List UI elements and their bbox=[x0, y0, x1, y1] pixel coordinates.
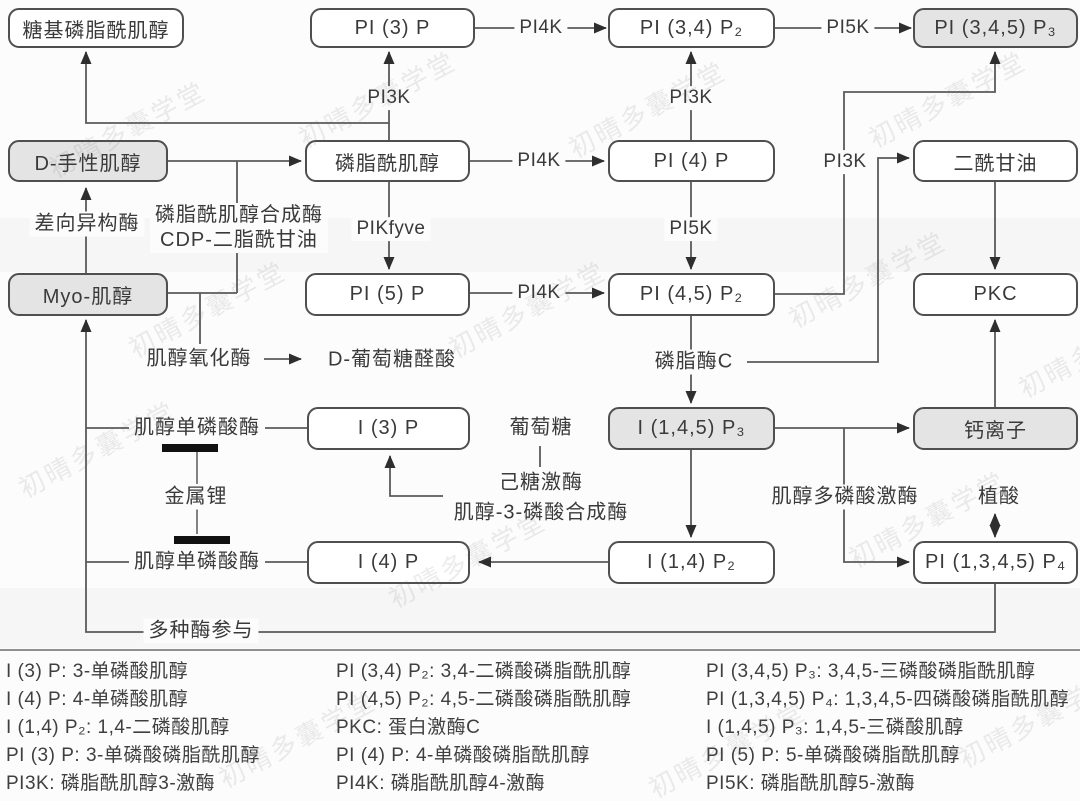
enzyme-label-pi4k: PI4K bbox=[512, 149, 566, 173]
node-i4p: I (4) P bbox=[307, 541, 470, 584]
metabolite-label-glucose: 葡萄糖 bbox=[509, 416, 573, 439]
legend-item: PI (4) P: 4-单磷酸磷脂酰肌醇 bbox=[336, 745, 590, 766]
inhibition-bar-icon bbox=[174, 536, 230, 544]
enzyme-label-oxidase: 肌醇氧化酶 bbox=[141, 346, 257, 372]
legend-item: PI (1,3,4,5) P₄: 1,3,4,5-四磷酸磷脂酰肌醇 bbox=[706, 689, 1070, 710]
enzyme-label-pi5k: PI5K bbox=[821, 16, 875, 40]
arrow-recycle-to-myo bbox=[80, 319, 996, 633]
enzyme-label-pi3k: PI3K bbox=[362, 86, 416, 110]
node-dchiro: D-手性肌醇 bbox=[8, 140, 168, 182]
legend-item: I (3) P: 3-单磷酸肌醇 bbox=[6, 661, 189, 682]
node-pi4p: PI (4) P bbox=[608, 140, 775, 182]
node-i3p: I (3) P bbox=[307, 407, 470, 450]
enzyme-label-pi3k: PI3K bbox=[818, 150, 872, 174]
legend-item: PI4K: 磷脂酰肌醇4-激酶 bbox=[336, 773, 546, 794]
metabolite-label-glucuronic-acid: D-葡萄糖醛酸 bbox=[327, 348, 457, 371]
node-pi1345p4: PI (1,3,4,5) P₄ bbox=[913, 541, 1078, 584]
inhibition-bar-icon bbox=[162, 444, 218, 452]
legend-item: PI3K: 磷脂酰肌醇3-激酶 bbox=[6, 773, 216, 794]
legend-item: I (1,4,5) P₃: 1,4,5-三磷酸肌醇 bbox=[706, 717, 964, 738]
node-pi3p: PI (3) P bbox=[310, 8, 475, 48]
node-i145p3: I (1,4,5) P₃ bbox=[608, 407, 775, 450]
enzyme-label-line2: CDP-二脂酰甘油 bbox=[160, 229, 318, 251]
node-dag: 二酰甘油 bbox=[913, 140, 1078, 182]
enzyme-label-pi5k: PI5K bbox=[664, 217, 718, 241]
metabolite-label-phytic-acid: 植酸 bbox=[978, 485, 1020, 508]
enzyme-label-multikinase: 肌醇多磷酸激酶 bbox=[766, 484, 924, 510]
node-myo: Myo-肌醇 bbox=[8, 273, 168, 316]
node-ca: 钙离子 bbox=[913, 407, 1078, 450]
legend-item: I (1,4) P₂: 1,4-二磷酸肌醇 bbox=[6, 717, 230, 738]
legend-item: PI (5) P: 5-单磷酸磷脂酰肌醇 bbox=[706, 745, 960, 766]
arrow-branch-to-gpi bbox=[80, 51, 389, 124]
enzyme-label-pikfyve: PIKfyve bbox=[351, 217, 431, 241]
legend-item: PI (3,4) P₂: 3,4-二磷酸磷脂酰肌醇 bbox=[336, 661, 632, 682]
enzyme-label-pi4k: PI4K bbox=[514, 16, 568, 40]
annotation-multi-enzymes: 多种酶参与 bbox=[143, 618, 259, 644]
arrow-pi45p2-to-pi345p3 bbox=[775, 51, 1001, 295]
legend-item: PI5K: 磷脂酰肌醇5-激酶 bbox=[706, 773, 916, 794]
node-i14p2: I (1,4) P₂ bbox=[608, 541, 775, 584]
enzyme-label-epimerase: 差向异构酶 bbox=[29, 211, 145, 237]
enzyme-label-line1: 磷脂酰肌醇合成酶 bbox=[155, 204, 323, 226]
enzyme-label-pi-synthase: 磷脂酰肌醇合成酶 CDP-二脂酰甘油 bbox=[150, 203, 328, 253]
arrow-i145p3-to-pi1345p4 bbox=[843, 428, 910, 568]
arrow-plc-to-dag bbox=[747, 152, 910, 363]
arrow-synthase-to-i3p bbox=[384, 455, 443, 497]
node-pi5p: PI (5) P bbox=[305, 273, 470, 316]
node-gpi: 糖基磷脂酰肌醇 bbox=[8, 8, 184, 48]
legend-item: PI (3,4,5) P₃: 3,4,5-三磷酸磷脂酰肌醇 bbox=[706, 661, 1036, 682]
enzyme-label-impase: 肌醇单磷酸酶 bbox=[129, 415, 265, 441]
node-pi34p2: PI (3,4) P₂ bbox=[608, 8, 775, 48]
enzyme-label-hexokinase: 己糖激酶 bbox=[499, 471, 583, 494]
legend-item: PKC: 蛋白激酶C bbox=[336, 717, 481, 738]
enzyme-label-plc: 磷脂酶C bbox=[649, 349, 739, 375]
node-ptdins: 磷脂酰肌醇 bbox=[305, 140, 470, 182]
node-pi345p3: PI (3,4,5) P₃ bbox=[913, 8, 1078, 48]
node-pkc: PKC bbox=[913, 273, 1078, 316]
legend-item: I (4) P: 4-单磷酸肌醇 bbox=[6, 689, 189, 710]
legend-item: PI (4,5) P₂: 4,5-二磷酸磷脂酰肌醇 bbox=[336, 689, 632, 710]
enzyme-label-impase: 肌醇单磷酸酶 bbox=[129, 549, 265, 575]
enzyme-label-mips: 肌醇-3-磷酸合成酶 bbox=[453, 501, 629, 524]
node-pi45p2: PI (4,5) P₂ bbox=[608, 273, 775, 316]
enzyme-label-pi4k: PI4K bbox=[512, 281, 566, 305]
inhibitor-label-lithium: 金属锂 bbox=[159, 484, 233, 510]
legend-item: PI (3) P: 3-单磷酸磷脂酰肌醇 bbox=[6, 745, 260, 766]
enzyme-label-pi3k: PI3K bbox=[664, 86, 718, 110]
